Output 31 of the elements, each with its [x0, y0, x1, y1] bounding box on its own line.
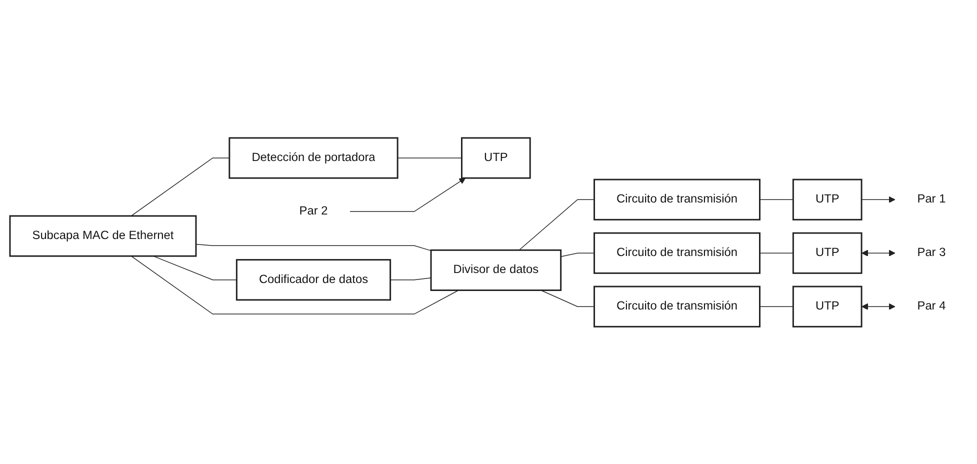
connector — [152, 255, 237, 280]
arrow — [861, 303, 895, 310]
node-box: Divisor de datos — [430, 249, 562, 291]
node-text: Par 3 — [916, 246, 946, 259]
node-text: Par 2 — [298, 204, 328, 218]
arrow — [860, 196, 895, 203]
node-box: UTP — [792, 232, 862, 274]
connector — [389, 277, 431, 280]
node-box: Codificador de datos — [235, 258, 391, 300]
node-box: Circuito de transmisión — [593, 232, 760, 274]
connector — [758, 198, 794, 200]
node-text: Par 4 — [916, 300, 946, 312]
connector — [540, 290, 594, 307]
connector — [396, 157, 462, 158]
node-box: Circuito de transmisión — [593, 178, 760, 220]
node-box: UTP — [460, 136, 530, 178]
node-box: UTP — [792, 285, 862, 328]
node-text: Par 1 — [916, 192, 946, 206]
connector — [758, 306, 794, 307]
node-box: Subcapa MAC de Ethernet — [8, 214, 196, 257]
node-box: Detección de portadora — [228, 136, 398, 178]
connector — [130, 157, 230, 216]
node-box: UTP — [792, 178, 862, 220]
connector — [130, 255, 458, 314]
connector — [560, 252, 594, 257]
connector — [758, 252, 794, 254]
arrow — [861, 250, 895, 256]
connector — [518, 198, 594, 250]
node-box: Circuito de transmisión — [593, 285, 760, 328]
arrow — [349, 177, 466, 212]
connector — [195, 244, 431, 251]
